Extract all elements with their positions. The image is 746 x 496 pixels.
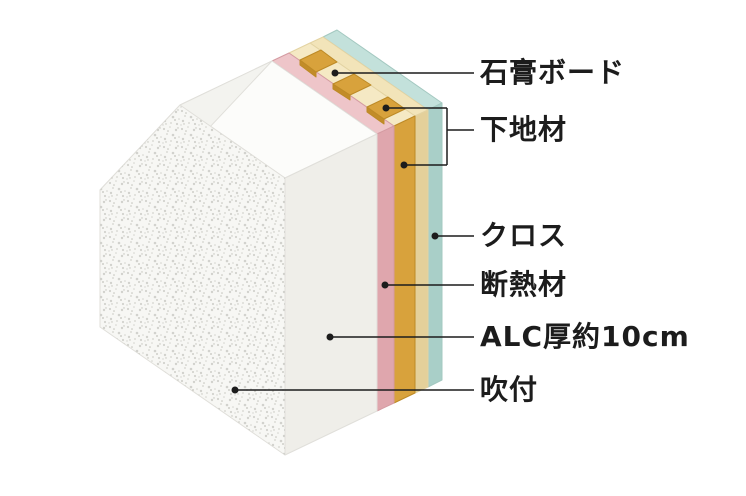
dot-alc-panel xyxy=(326,333,334,341)
dot-insulation xyxy=(381,281,389,289)
dot-spray-coating xyxy=(231,386,239,394)
label-insulation: 断熱材 xyxy=(480,268,567,301)
gypsum-board-side-face xyxy=(414,109,429,394)
cloth-side-face xyxy=(427,102,443,388)
label-spray-coating: 吹付 xyxy=(480,373,538,406)
label-cloth: クロス xyxy=(480,219,567,252)
callout-labels: 石膏ボード 下地材 クロス 断熱材 ALC厚約10cm 吹付 xyxy=(479,56,690,406)
label-gypsum-board: 石膏ボード xyxy=(479,56,625,89)
alc-side-face xyxy=(284,133,378,456)
batten-2-top xyxy=(332,73,372,96)
label-alc-panel: ALC厚約10cm xyxy=(480,320,690,353)
dot-base-material-b xyxy=(400,161,408,169)
dot-gypsum-board xyxy=(331,69,339,77)
insulation-side-face xyxy=(376,125,395,412)
spray-coating-texture xyxy=(100,105,285,455)
leader-lines xyxy=(235,72,474,391)
dot-cloth xyxy=(431,232,439,240)
label-base-material: 下地材 xyxy=(480,113,567,146)
batten-1-top xyxy=(299,49,338,73)
dot-base-material-a xyxy=(382,104,390,112)
batten-side-face xyxy=(393,115,416,404)
leader-dots xyxy=(231,69,439,394)
